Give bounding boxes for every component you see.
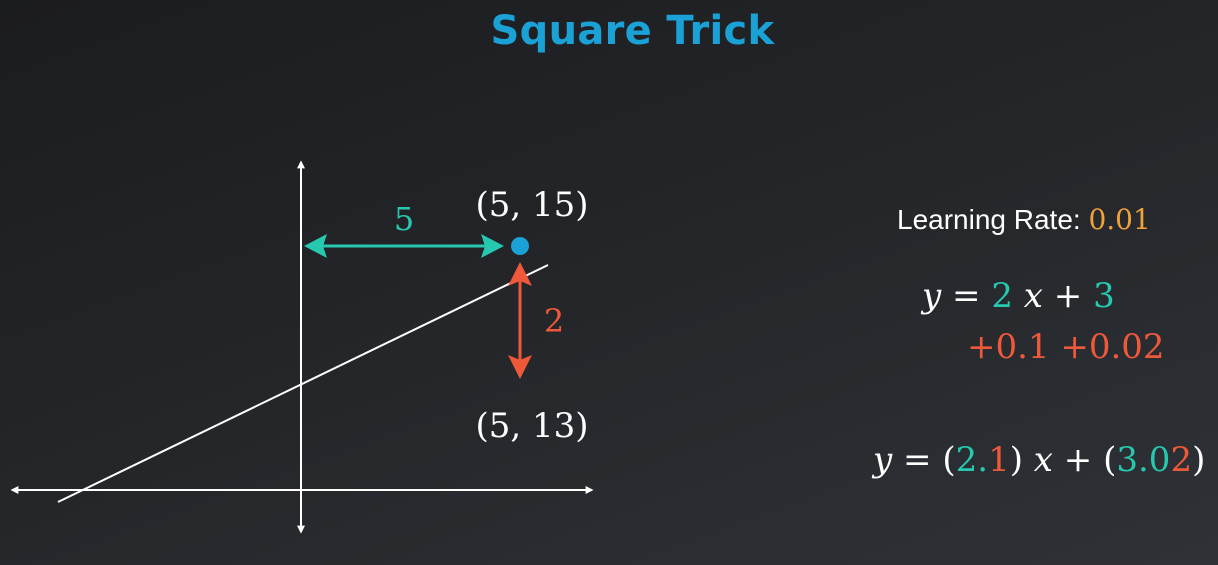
regression-line [57,264,549,503]
eq1-slope: 2 [991,276,1013,316]
eq1-intercept: 3 [1093,276,1115,316]
learning-rate-value: 0.01 [1088,203,1151,236]
eq2-x: x [1033,440,1053,480]
eq2-slope-integer: 2. [955,440,989,480]
horizontal-distance-label: 5 [394,200,414,238]
eq2-open-paren-1: ( [942,440,956,480]
slope-increment: +0.1 [967,327,1050,367]
line-point-label: (5, 13) [475,406,588,446]
eq2-slope-fraction: 1 [988,440,1010,480]
learning-rate: Learning Rate: 0.01 [897,203,1151,236]
eq2-open-paren-2: ( [1103,440,1117,480]
vertical-distance-label: 2 [544,302,564,340]
eq2-y: y [873,440,893,480]
eq1-plus: + [1053,276,1083,316]
equation-updated: y = (2.1) x + (3.02) [873,440,1205,480]
eq2-intercept-integer: 3.0 [1116,440,1171,480]
horizontal-distance-arrow [304,234,504,258]
vertical-distance-arrow [508,262,532,379]
page-title: Square Trick [490,8,775,54]
eq1-x: x [1023,276,1043,316]
equation-original: y = 2 x + 3 [922,276,1115,316]
eq2-equals: = [903,440,932,480]
point-label: (5, 15) [475,185,588,225]
eq2-intercept-fraction: 2 [1170,440,1193,480]
intercept-increment: +0.02 [1060,327,1165,367]
eq2-plus: + [1063,440,1093,480]
eq1-y: y [922,276,942,316]
eq2-close-paren-1: ) [1009,440,1023,480]
data-point [511,237,529,255]
equation-increments: +0.1 +0.02 [967,327,1165,367]
eq1-equals: = [952,276,981,316]
eq2-close-paren-2: ) [1192,440,1206,480]
learning-rate-label: Learning Rate: [897,204,1081,235]
